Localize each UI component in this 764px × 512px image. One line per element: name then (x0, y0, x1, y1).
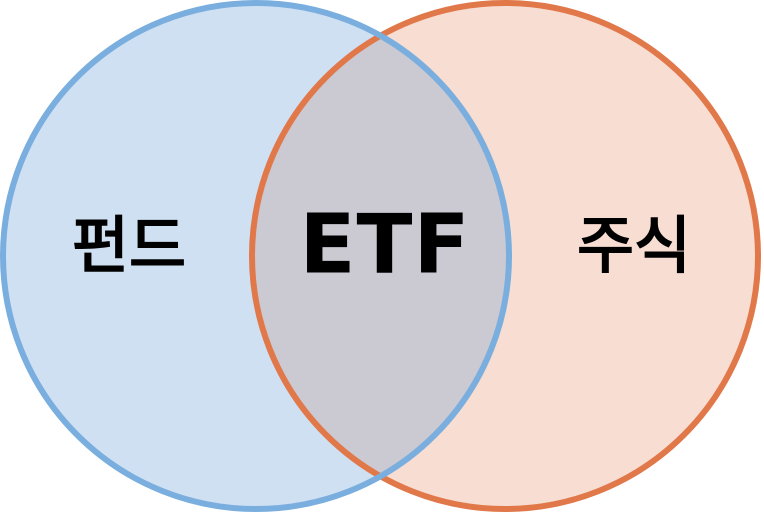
right-set-outline (249, 0, 761, 512)
left-set-label: 펀드 (72, 209, 186, 282)
intersection-label: ETF (300, 197, 471, 292)
intersection-fill (252, 3, 509, 509)
right-set-label: 주식 (577, 209, 691, 282)
left-set-outline (0, 0, 512, 512)
